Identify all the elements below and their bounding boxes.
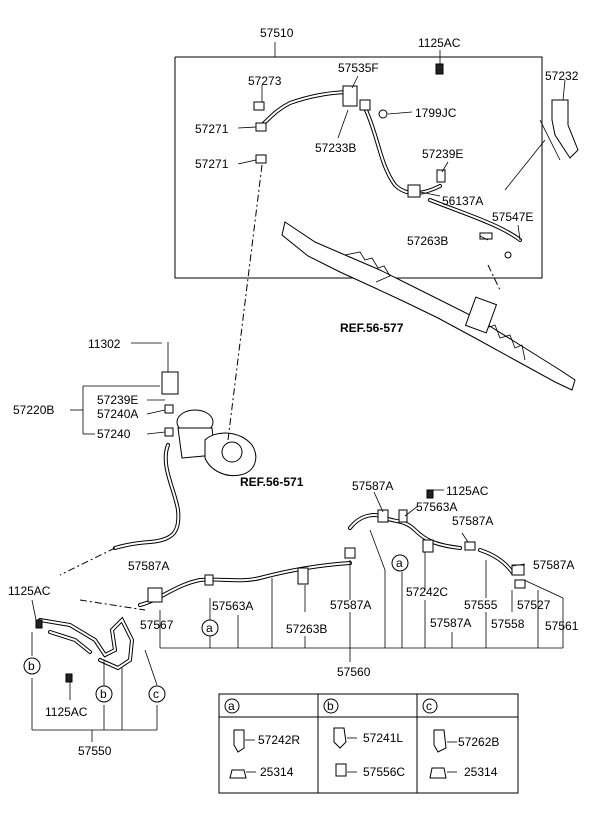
label-57550: 57550 xyxy=(78,744,112,758)
label-57239E-mid: 57239E xyxy=(97,393,138,407)
upper-hose-assembly xyxy=(174,42,579,391)
label-57555: 57555 xyxy=(464,598,498,612)
label-57567: 57567 xyxy=(140,618,174,632)
label-1125AC-low: 1125AC xyxy=(45,705,88,719)
callout-b-1: b xyxy=(28,659,35,673)
oil-cooler-57550 xyxy=(35,616,135,683)
callouts: a a b b c xyxy=(23,554,409,703)
legend-a-upper: 57242R xyxy=(258,733,300,747)
legend-c-lower: 25314 xyxy=(464,765,498,779)
label-57587A-3: 57587A xyxy=(330,598,371,612)
label-57587A-1: 57587A xyxy=(352,479,393,493)
label-11302: 11302 xyxy=(88,337,121,351)
legend-c-upper: 57262B xyxy=(458,735,499,749)
pump-assembly xyxy=(59,164,263,576)
grommet-c-icon xyxy=(429,767,447,779)
grommet-b-icon xyxy=(335,763,347,777)
callout-b-2: b xyxy=(100,687,107,701)
label-57242C: 57242C xyxy=(406,585,448,599)
label-57563A-2: 57563A xyxy=(212,599,253,613)
label-1125AC-mid: 1125AC xyxy=(446,484,489,498)
label-57587A-2: 57587A xyxy=(452,514,493,528)
label-1125AC-top: 1125AC xyxy=(418,36,461,50)
callout-a-2: a xyxy=(206,621,213,635)
label-57560: 57560 xyxy=(337,665,371,679)
label-57535F: 57535F xyxy=(338,61,379,75)
return-line xyxy=(79,489,526,611)
label-57271-b: 57271 xyxy=(195,157,229,171)
label-57232: 57232 xyxy=(545,69,579,83)
label-56137A: 56137A xyxy=(442,194,483,208)
label-57563A-1: 57563A xyxy=(416,500,457,514)
label-57239E-top: 57239E xyxy=(422,147,463,161)
label-57273: 57273 xyxy=(248,74,282,88)
legend-key-c: c xyxy=(426,699,432,713)
label-57263B-top: 57263B xyxy=(407,234,448,248)
label-57527: 57527 xyxy=(517,598,551,612)
legend-b-upper: 57241L xyxy=(363,731,403,745)
label-57240A: 57240A xyxy=(97,407,138,421)
label-57263B-bot: 57263B xyxy=(286,622,327,636)
ref-56-577: REF.56-577 xyxy=(340,321,404,335)
label-57271-a: 57271 xyxy=(195,122,229,136)
leader-lines xyxy=(31,75,564,742)
label-57561: 57561 xyxy=(545,619,579,633)
legend-key-a: a xyxy=(228,699,235,713)
label-57587A-5: 57587A xyxy=(128,559,169,573)
label-1799JC: 1799JC xyxy=(415,106,457,120)
fitting-57273 xyxy=(253,101,265,111)
part-labels: 57510 1125AC 57232 57273 57535F 1799JC 5… xyxy=(8,26,579,758)
label-57587A-6: 57587A xyxy=(533,558,574,572)
legend-key-b: b xyxy=(327,699,334,713)
ref-56-571: REF.56-571 xyxy=(240,475,304,489)
label-57510: 57510 xyxy=(260,26,294,40)
grommet-a-icon xyxy=(229,769,247,779)
label-57547E: 57547E xyxy=(492,210,533,224)
callout-c: c xyxy=(153,687,159,701)
label-1125AC-left: 1125AC xyxy=(8,584,51,598)
clip-a-icon xyxy=(233,729,245,753)
legend-table: a 57242R 25314 b 57241L 57556C c 57262B … xyxy=(218,693,519,794)
legend-a-lower: 25314 xyxy=(260,765,294,779)
label-57220B: 57220B xyxy=(13,403,54,417)
label-57587A-4: 57587A xyxy=(430,616,471,630)
clip-c-icon xyxy=(433,729,447,753)
label-57558: 57558 xyxy=(491,617,525,631)
clip-b-icon xyxy=(333,727,347,749)
reservoir-bracket xyxy=(161,371,179,395)
callout-a-1: a xyxy=(396,556,403,570)
label-57233B: 57233B xyxy=(315,141,356,155)
label-57240: 57240 xyxy=(97,427,131,441)
legend-b-lower: 57556C xyxy=(363,765,405,779)
